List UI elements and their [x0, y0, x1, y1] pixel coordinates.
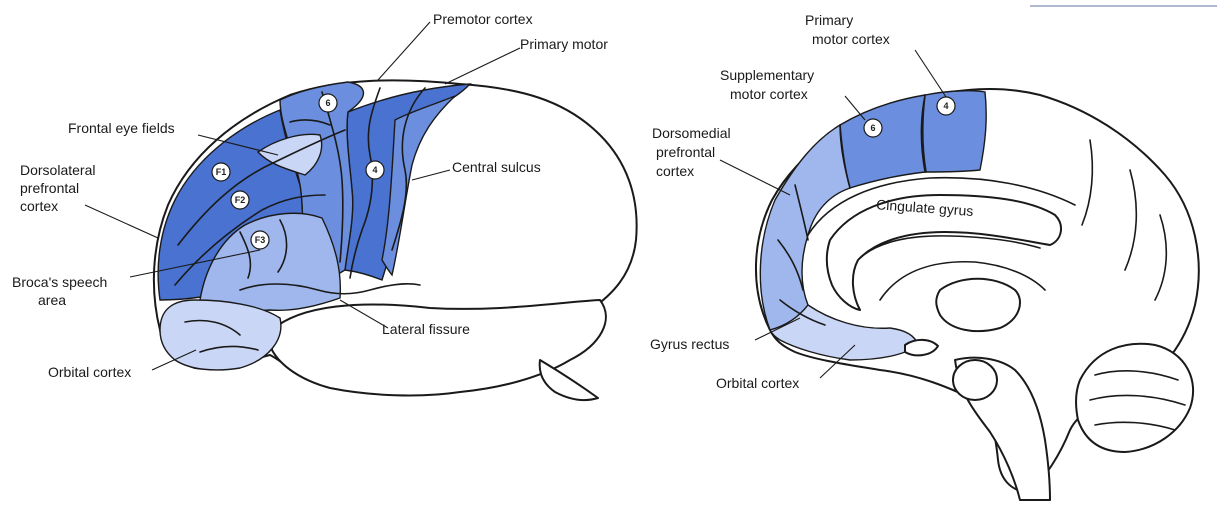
leader-primary-motor: [445, 48, 520, 84]
region-orbital: [160, 300, 281, 370]
badge-f1: F1: [212, 163, 230, 181]
label-premotor-cortex: Premotor cortex: [433, 11, 533, 27]
leader-premotor: [378, 22, 430, 80]
pons: [953, 360, 997, 400]
label-medial-primary-line1: Primary: [805, 12, 853, 28]
label-gyrus-rectus: Gyrus rectus: [650, 336, 729, 352]
svg-text:4: 4: [372, 165, 377, 175]
label-primary-motor: Primary motor: [520, 36, 608, 52]
label-sma-line2: motor cortex: [730, 86, 808, 102]
lateral-brainstem-outline: [540, 360, 598, 400]
medial-region-sma: [840, 95, 925, 188]
badge-area-6-medial: 6: [864, 119, 882, 137]
label-orbital-cortex-medial: Orbital cortex: [716, 375, 799, 391]
label-dmpfc-line1: Dorsomedial: [652, 125, 731, 141]
label-dlpfc-line1: Dorsolateral: [20, 162, 95, 178]
leader-dmpfc: [720, 160, 790, 195]
label-broca-line1: Broca's speech: [12, 274, 107, 290]
label-sma-line1: Supplementary: [720, 67, 814, 83]
badge-area-4-medial: 4: [937, 97, 955, 115]
label-dlpfc-line3: cortex: [20, 198, 58, 214]
label-medial-primary-line2: motor cortex: [812, 31, 890, 47]
svg-text:F2: F2: [235, 195, 246, 205]
badge-f3: F3: [251, 231, 269, 249]
badge-area-6-lateral: 6: [319, 94, 337, 112]
svg-text:4: 4: [943, 101, 948, 111]
svg-text:F3: F3: [255, 235, 266, 245]
leader-medial-primary-motor: [915, 50, 948, 100]
label-dmpfc-line2: prefrontal: [656, 144, 715, 160]
svg-text:F1: F1: [216, 167, 227, 177]
label-orbital-cortex-lateral: Orbital cortex: [48, 364, 131, 380]
label-central-sulcus: Central sulcus: [452, 159, 541, 175]
lateral-brain-view: 6 4 F1 F2 F3 Premotor cortex Primary mot…: [12, 11, 637, 400]
thalamus: [936, 279, 1020, 331]
svg-text:6: 6: [325, 98, 330, 108]
label-dlpfc-line2: prefrontal: [20, 180, 79, 196]
label-frontal-eye-fields: Frontal eye fields: [68, 120, 175, 136]
leader-dlpfc: [85, 205, 158, 238]
label-broca-line2: area: [38, 292, 66, 308]
svg-text:6: 6: [870, 123, 875, 133]
badge-f2: F2: [231, 191, 249, 209]
badge-area-4-lateral: 4: [366, 161, 384, 179]
label-dmpfc-line3: cortex: [656, 163, 694, 179]
medial-brain-view: 6 4 Primary motor cortex Supplementary m…: [650, 6, 1217, 500]
label-lateral-fissure: Lateral fissure: [382, 321, 470, 337]
